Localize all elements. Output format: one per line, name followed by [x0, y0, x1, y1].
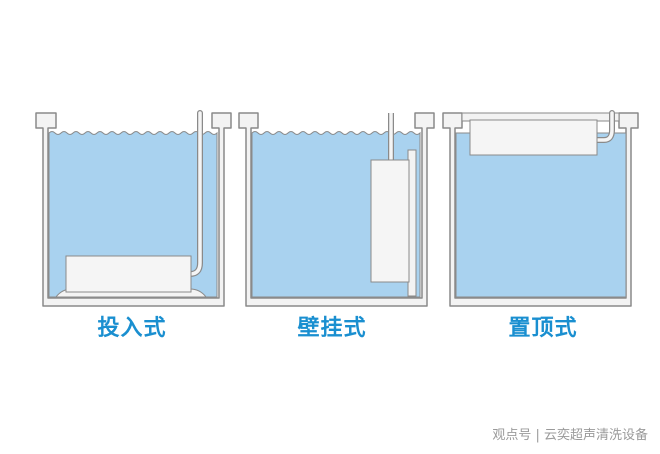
- tank-submerged: [35, 110, 232, 307]
- tank-wall: [35, 112, 232, 307]
- water: [455, 132, 627, 298]
- watermark: 观点号 | 云奕超声清洗设备: [492, 428, 648, 443]
- tank-wall-mounted: [238, 112, 435, 307]
- caption-submerged: 投入式: [97, 316, 167, 341]
- top-transducer-panel: [469, 119, 598, 156]
- submerged-transducer-box: [65, 255, 192, 293]
- wall-transducer-panel: [370, 159, 410, 283]
- tank-top-mounted: [442, 110, 639, 307]
- tank-wall: [238, 112, 435, 307]
- caption-top-mounted: 置顶式: [508, 316, 578, 341]
- caption-wall-mounted: 壁挂式: [297, 316, 367, 341]
